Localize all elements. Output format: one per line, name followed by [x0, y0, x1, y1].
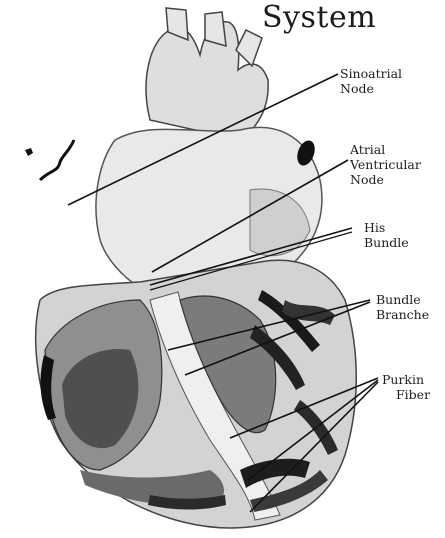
label-pk-line-1: Purkin [382, 372, 430, 387]
label-pk-line-2: Fiber [382, 387, 430, 402]
label-av-node: Atrial Ventricular Node [350, 142, 421, 187]
label-bb-line-2: Branche [376, 307, 429, 322]
label-bb-line-1: Bundle [376, 292, 429, 307]
label-his-line-2: Bundle [364, 235, 409, 250]
label-bundle-branches: Bundle Branche [376, 292, 429, 322]
aortic-branch-3 [236, 30, 262, 66]
label-sinoatrial-line-1: Sinoatrial [340, 66, 402, 81]
label-his-bundle: His Bundle [364, 220, 409, 250]
label-av-line-3: Node [350, 172, 421, 187]
label-purkinje-fibers: Purkin Fiber [382, 372, 430, 402]
aortic-branch-2 [205, 12, 226, 46]
label-his-line-1: His [364, 220, 409, 235]
label-sinoatrial-line-2: Node [340, 81, 402, 96]
stray-speck [25, 148, 33, 156]
diagram-title: System [262, 0, 376, 35]
label-sinoatrial-node: Sinoatrial Node [340, 66, 402, 96]
stray-squiggle [40, 140, 74, 180]
label-av-line-2: Ventricular [350, 157, 421, 172]
label-av-line-1: Atrial [350, 142, 421, 157]
